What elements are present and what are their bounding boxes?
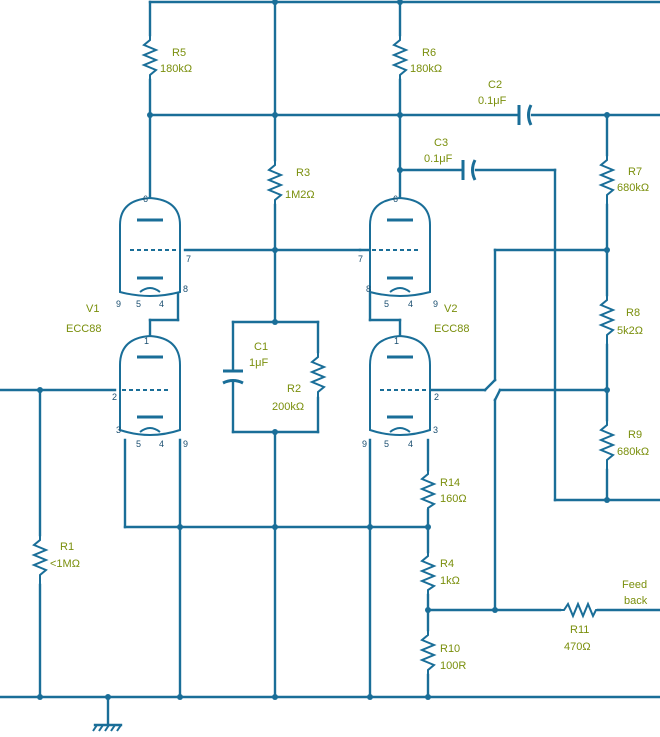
v1-ref-label: V1 — [86, 303, 99, 315]
r3-value-label: 1M2Ω — [285, 189, 315, 201]
capacitor-c3-icon — [461, 159, 477, 181]
resistor-r7-icon — [598, 155, 616, 205]
resistor-symbols — [31, 35, 616, 675]
r2-ref-label: R2 — [287, 383, 301, 395]
r4-value-label: 1kΩ — [440, 575, 460, 587]
c2-ref-label: C2 — [488, 79, 502, 91]
c3-ref-label: C3 — [434, 137, 448, 149]
r9-value-label: 680kΩ — [617, 446, 649, 458]
r10-value-label: 100R — [440, 660, 466, 672]
r11-ref-label: R11 — [570, 624, 589, 636]
pin-label: 8 — [366, 284, 371, 294]
capacitor-symbols — [222, 104, 533, 385]
pin-label: 7 — [358, 254, 363, 264]
tube-pin-labels: 6 7 8 9 5 4 1 2 3 9 5 4 6 7 8 9 5 4 1 2 … — [112, 194, 439, 449]
r7-value-label: 680kΩ — [617, 182, 649, 194]
r6-value-label: 180kΩ — [410, 63, 442, 75]
pin-label: 4 — [408, 439, 413, 449]
c1-value-label: 1μF — [249, 357, 268, 369]
component-labels: R5 180kΩ R6 180kΩ R3 1M2Ω C2 0.1μF C3 0.… — [50, 47, 649, 672]
r1-ref-label: R1 — [60, 541, 74, 553]
resistor-r5-icon — [141, 35, 159, 80]
resistor-r3-icon — [266, 160, 284, 205]
capacitor-c1-icon — [222, 369, 244, 385]
pin-label: 9 — [116, 299, 121, 309]
pin-label: 6 — [143, 194, 148, 204]
pin-label: 5 — [136, 299, 141, 309]
feedback-label-line1: Feed — [622, 579, 647, 591]
pin-label: 7 — [186, 254, 191, 264]
pin-label: 2 — [112, 392, 117, 402]
pin-label: 1 — [144, 336, 149, 346]
r3-ref-label: R3 — [296, 167, 310, 179]
resistor-r14-icon — [419, 470, 437, 510]
pin-label: 5 — [384, 299, 389, 309]
r5-ref-label: R5 — [172, 47, 186, 59]
v1-type-label: ECC88 — [66, 323, 101, 335]
c2-value-label: 0.1μF — [478, 95, 507, 107]
r2-value-label: 200kΩ — [272, 401, 304, 413]
capacitor-c2-icon — [517, 104, 533, 126]
c1-ref-label: C1 — [254, 341, 268, 353]
r14-ref-label: R14 — [440, 477, 460, 489]
resistor-r4-icon — [419, 552, 437, 595]
resistor-r10-icon — [419, 630, 437, 675]
pin-label: 5 — [136, 439, 141, 449]
r11-value-label: 470Ω — [564, 641, 591, 653]
pin-label: 3 — [116, 425, 121, 435]
r6-ref-label: R6 — [422, 47, 436, 59]
pin-label: 4 — [159, 439, 164, 449]
resistor-r2-icon — [309, 352, 327, 398]
pin-label: 1 — [394, 336, 399, 346]
r7-ref-label: R7 — [628, 166, 642, 178]
pin-label: 9 — [183, 439, 188, 449]
resistor-r11-icon — [560, 601, 598, 619]
tube-v1-bottom-icon — [119, 334, 181, 436]
junction-dots — [37, 0, 610, 700]
r5-value-label: 180kΩ — [160, 63, 192, 75]
tube-v2-top-icon — [369, 196, 431, 297]
tube-v1-top-icon — [119, 196, 181, 297]
v2-ref-label: V2 — [444, 303, 457, 315]
v2-type-label: ECC88 — [434, 323, 469, 335]
resistor-r8-icon — [598, 295, 616, 345]
resistor-r1-icon — [31, 535, 49, 585]
pin-label: 4 — [159, 299, 164, 309]
pin-label: 5 — [384, 439, 389, 449]
pin-label: 9 — [362, 439, 367, 449]
ground-icon — [92, 723, 123, 732]
pin-label: 9 — [433, 299, 438, 309]
pin-label: 8 — [183, 284, 188, 294]
pin-label: 4 — [408, 299, 413, 309]
pin-label: 6 — [393, 194, 398, 204]
resistor-r6-icon — [391, 35, 409, 80]
r8-value-label: 5k2Ω — [617, 325, 643, 337]
feedback-label-line2: back — [624, 595, 648, 607]
r4-ref-label: R4 — [440, 558, 454, 570]
pin-label: 3 — [433, 425, 438, 435]
tube-v2-bottom-icon — [369, 334, 431, 436]
pin-label: 2 — [434, 392, 439, 402]
r10-ref-label: R10 — [440, 643, 460, 655]
r14-value-label: 160Ω — [440, 493, 467, 505]
r1-value-label: <1MΩ — [50, 558, 80, 570]
r8-ref-label: R8 — [626, 307, 640, 319]
c3-value-label: 0.1μF — [424, 153, 453, 165]
resistor-r9-icon — [598, 420, 616, 470]
r9-ref-label: R9 — [628, 429, 642, 441]
